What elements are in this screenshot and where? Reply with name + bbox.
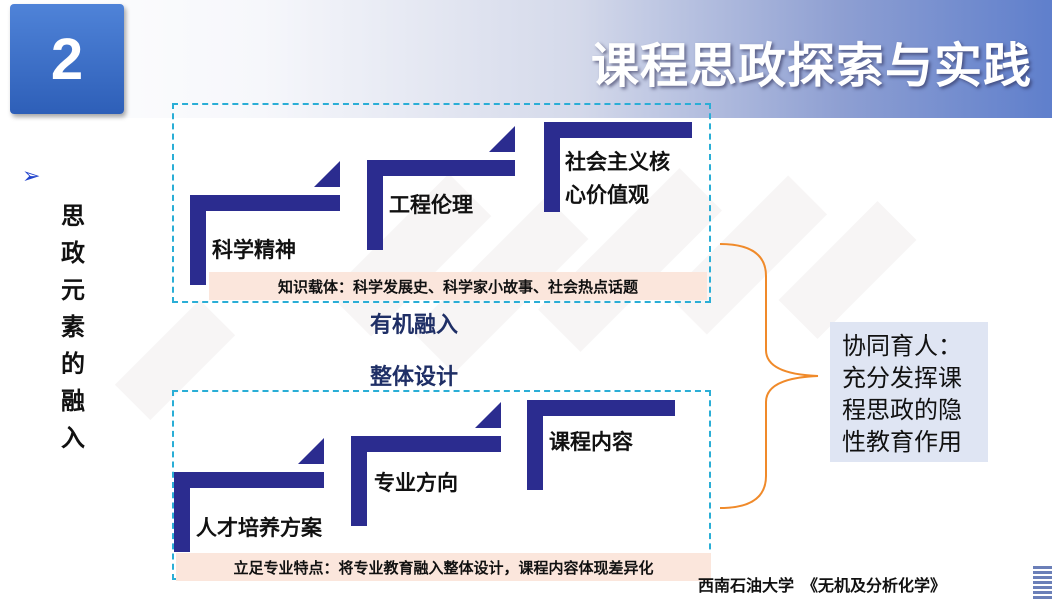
- label-overall-design: 整体设计: [370, 365, 459, 390]
- top-group-frame: [172, 103, 711, 303]
- step-label-training-plan: 人才培养方案: [196, 516, 322, 540]
- summary-line: 性教育作用: [842, 428, 962, 456]
- step-label-engineering-ethics: 工程伦理: [389, 193, 473, 217]
- summary-box: 协同育人： 充分发挥课 程思政的隐 性教育作用: [830, 322, 988, 462]
- footer-text: 西南石油大学 《无机及分析化学》: [698, 576, 947, 595]
- step-marker: [367, 160, 515, 250]
- vertical-title-char: 入: [61, 424, 85, 452]
- vertical-title-char: 融: [61, 387, 85, 415]
- step-triangle: [314, 161, 340, 187]
- header-bar: [0, 0, 1052, 118]
- bullet-arrow-icon: ➢: [22, 164, 41, 189]
- section-number-badge: 2: [10, 4, 124, 114]
- summary-line: 协同育人：: [842, 332, 962, 360]
- step-triangle: [489, 126, 515, 152]
- label-organic-integration: 有机融入: [370, 313, 459, 338]
- step-label-course-content: 课程内容: [549, 430, 633, 454]
- summary-line: 充分发挥课: [842, 364, 962, 392]
- vertical-title-char: 元: [61, 276, 85, 304]
- orange-brace: [719, 243, 819, 509]
- step-triangle: [298, 438, 324, 464]
- vertical-title: 思 政 元 素 的 融 入: [58, 198, 88, 457]
- vertical-title-char: 的: [61, 350, 85, 378]
- step-label-science-spirit: 科学精神: [212, 238, 296, 262]
- vertical-title-char: 素: [61, 313, 85, 341]
- top-group-note: 知识载体：科学发展史、科学家小故事、社会热点话题: [209, 272, 707, 300]
- step-marker: [190, 195, 340, 285]
- step-marker: [174, 472, 324, 552]
- step-label-specialty-direction: 专业方向: [374, 471, 458, 495]
- page-title: 课程思政探索与实践: [590, 38, 1032, 94]
- step-label-core-values: 社会主义核心价值观: [565, 150, 670, 207]
- footer-stripes: [1033, 566, 1052, 601]
- vertical-title-char: 思: [61, 202, 85, 230]
- vertical-title-char: 政: [61, 239, 85, 267]
- summary-line: 程思政的隐: [842, 396, 962, 424]
- bottom-group-note: 立足专业特点：将专业教育融入整体设计，课程内容体现差异化: [176, 553, 711, 581]
- step-marker: [351, 436, 501, 526]
- step-triangle: [475, 402, 501, 428]
- step-marker: [527, 400, 675, 490]
- step-marker: [544, 122, 692, 212]
- section-number: 2: [50, 26, 84, 92]
